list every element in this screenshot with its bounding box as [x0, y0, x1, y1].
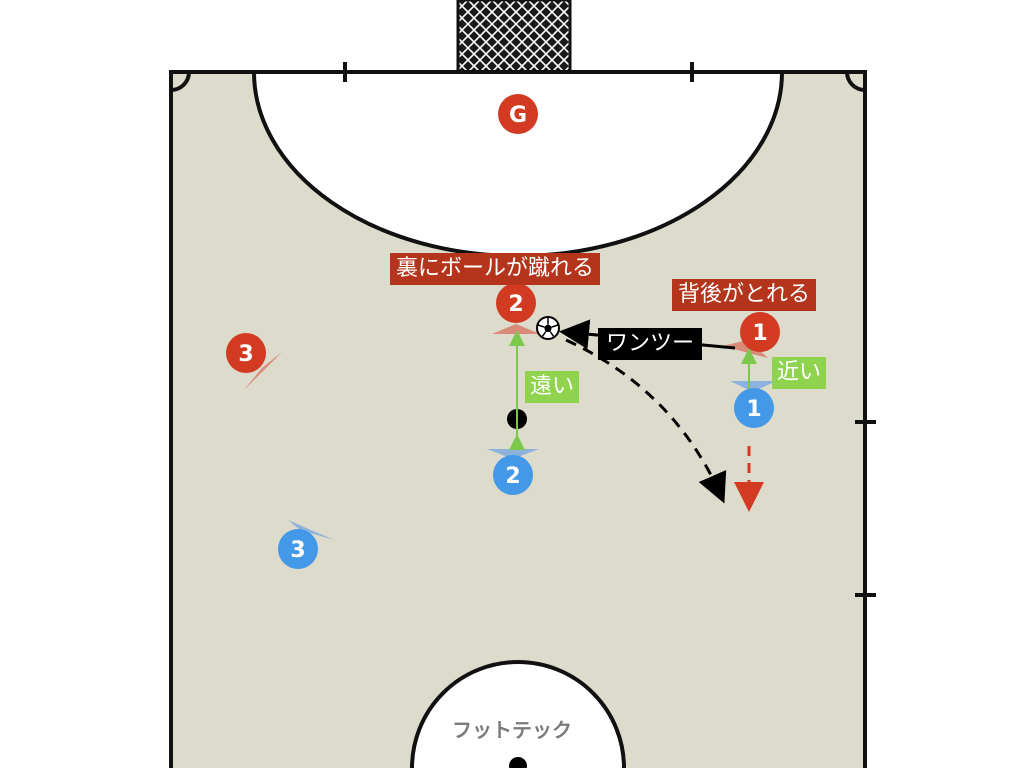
- blue-2-direction: [487, 449, 539, 459]
- goalkeeper-label: G: [509, 103, 527, 128]
- red-player-2: 2: [496, 283, 536, 323]
- red-3-direction: [244, 352, 282, 390]
- goal-net: [456, 0, 572, 74]
- blue-3-direction: [288, 520, 334, 540]
- one-two-label: ワンツー: [598, 328, 703, 360]
- near-label: 近い: [772, 357, 827, 389]
- center-circle: [410, 660, 626, 768]
- ball-icon: [536, 316, 560, 340]
- back-take-label: 背後がとれる: [672, 279, 817, 311]
- corner-arc-right: [845, 71, 866, 92]
- red-2-direction: [492, 324, 540, 334]
- red-player-1: 1: [740, 312, 780, 352]
- far-label: 遠い: [525, 371, 580, 403]
- corner-arc-left: [170, 71, 191, 92]
- goalkeeper-marker: G: [498, 94, 538, 134]
- blue-player-3-number: 3: [290, 538, 305, 563]
- behind-kick-label: 裏にボールが蹴れる: [390, 253, 601, 285]
- red-player-3-number: 3: [238, 342, 253, 367]
- center-spot: [509, 757, 527, 768]
- pass-curve-arrow: [565, 338, 727, 504]
- blue-player-3: 3: [278, 529, 318, 569]
- blue-player-1: 1: [734, 388, 774, 428]
- blue-player-2: 2: [493, 455, 533, 495]
- red-player-3: 3: [226, 333, 266, 373]
- red-player-2-number: 2: [508, 292, 523, 317]
- red-player-1-number: 1: [752, 321, 767, 346]
- blue-player-1-number: 1: [746, 397, 761, 422]
- blue-player-2-number: 2: [505, 464, 520, 489]
- futtech-logo: フットテック: [452, 718, 572, 742]
